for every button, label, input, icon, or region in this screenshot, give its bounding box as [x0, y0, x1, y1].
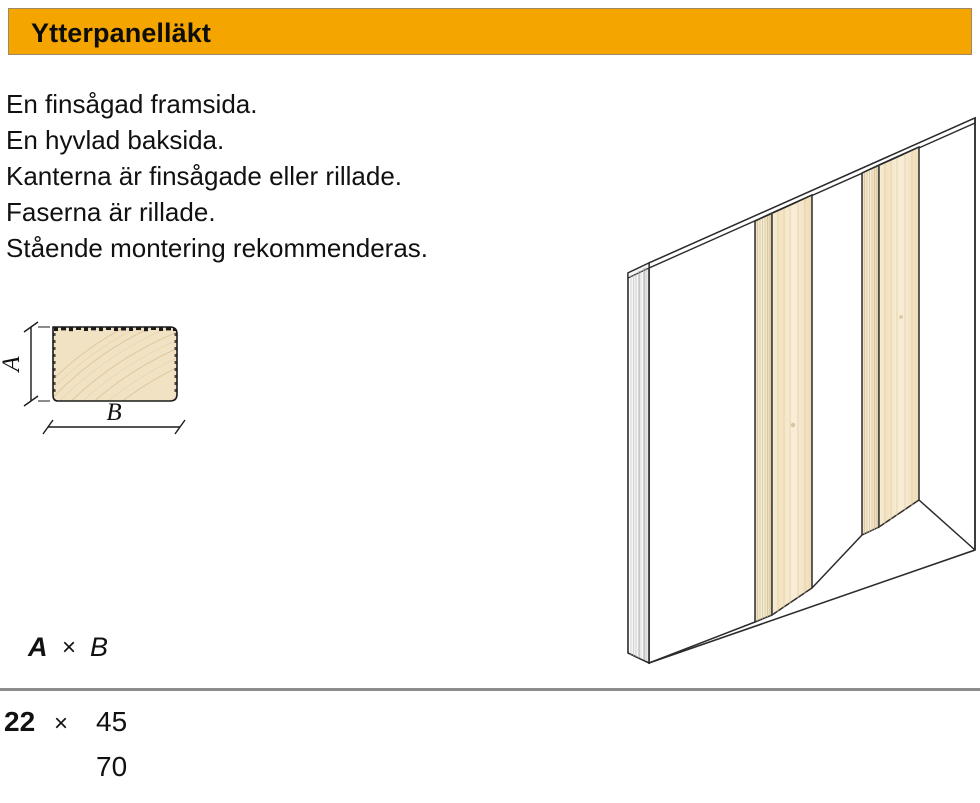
description-line-4: Faserna är rillade. [6, 197, 216, 227]
table-cell-b: 70 [96, 751, 128, 782]
dimension-label-a: A [0, 356, 25, 374]
description-line-5: Stående montering rekommenderas. [6, 233, 429, 263]
cross-section-svg: A B [0, 321, 186, 435]
dimension-line-b [42, 419, 186, 435]
isometric-illustration [620, 95, 980, 665]
illustration-svg [627, 116, 976, 665]
table-header-times: × [62, 634, 77, 661]
table-divider [0, 688, 980, 691]
page-title: Ytterpanelläkt [31, 18, 211, 48]
dimension-line-a [23, 321, 50, 407]
batten-right [861, 145, 920, 537]
dimension-table-body: 22 × 45 70 [0, 706, 320, 796]
header-band: Ytterpanelläkt [8, 8, 972, 55]
table-header-b: B [90, 632, 109, 662]
table-cell-times: × [54, 710, 69, 737]
board-cross-section-shape [52, 326, 178, 402]
description-line-1: En finsågad framsida. [6, 89, 258, 119]
description-block: En finsågad framsida. En hyvlad baksida.… [6, 86, 626, 266]
batten-left [754, 193, 813, 624]
dimension-label-b: B [106, 399, 121, 426]
table-row: 22 × 45 [0, 706, 320, 751]
description-line-3: Kanterna är finsågade eller rillade. [6, 161, 403, 191]
table-cell-a: 22 [4, 706, 36, 737]
dimension-table-header: A × B [0, 632, 300, 676]
description-line-2: En hyvlad baksida. [6, 125, 225, 155]
cross-section-diagram: A B [0, 305, 220, 450]
table-row: 70 [0, 751, 320, 796]
table-header-a: A [28, 632, 48, 662]
table-cell-b: 45 [96, 706, 128, 737]
